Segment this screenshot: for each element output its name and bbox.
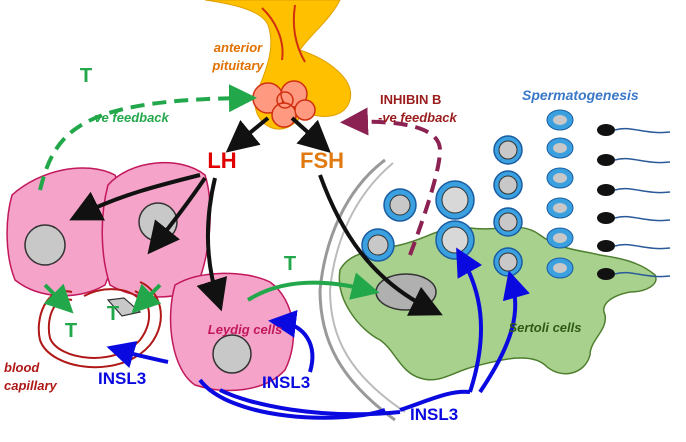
inhibin-b-label: INHIBIN B [380,92,441,107]
insl3-to-leydig-arrow [268,310,315,373]
spermatogenesis-label: Spermatogenesis [522,87,639,103]
basement-membrane [318,158,406,422]
sertoli-cells-label: Sertoli cells [509,320,582,335]
fsh-label: FSH [300,148,344,173]
t-to-sertoli-arrow [246,272,380,302]
spermatozoa [597,124,671,280]
pituitary-gland [204,0,352,130]
t-feedback-text: -ve feedback [90,110,170,125]
lh-to-leydig-left-arrow [69,173,201,221]
insl3-to-germ-arrow-2 [478,270,530,394]
t-capillary-left-arrow [43,283,74,314]
lh-to-leydig-main-arrow [196,177,228,312]
insl3-left-label: INSL3 [98,369,146,388]
lh-to-leydig-top-arrow [147,176,207,255]
pituitary-to-lh-arrow [225,116,270,153]
insl3-bottom-label: INSL3 [410,405,458,424]
spermatids [546,109,574,279]
t-feedback-hormone-label: T [80,65,92,87]
lh-label: LH [207,148,236,173]
insl3-middle-label: INSL3 [262,373,310,392]
inhibin-feedback-arrow [340,107,443,256]
pituitary-to-fsh-arrow [290,116,331,154]
t-to-sertoli-label: T [284,253,296,275]
insl3-to-germ-arrow-1 [456,247,483,393]
inhibin-feedback-text: -ve feedback [378,110,458,125]
t-capillary-left-label: T [65,320,77,342]
anterior-pituitary-label-2: pituitary [211,58,264,73]
blood-capillary-label-2: capillary [4,378,58,393]
sertoli-cell [338,226,657,381]
anterior-pituitary-label-1: anterior [214,40,263,55]
t-feedback-arrow [38,84,257,191]
insl3-to-capillary-arrow [106,341,169,368]
leydig-cells-label: Leydig cells [208,322,282,337]
insl3-leydig-backloop [219,388,401,417]
insl3-bottom-loop-arrow [399,389,471,412]
t-capillary-right-arrow [131,283,162,314]
t-capillary-right-label: T [107,303,119,325]
blood-capillary-label-1: blood [4,360,40,375]
fsh-to-sertoli-arrow [318,174,443,316]
pituitary-cells [252,80,316,128]
